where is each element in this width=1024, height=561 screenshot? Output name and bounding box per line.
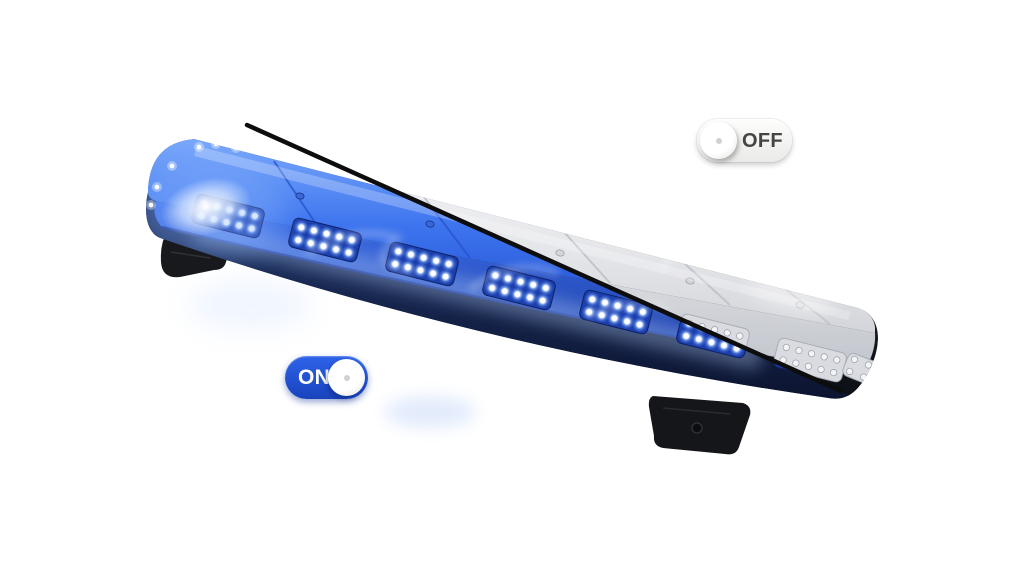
right-foot xyxy=(648,396,751,455)
on-toggle-label: ON xyxy=(298,366,331,389)
off-toggle-label: OFF xyxy=(742,129,783,152)
off-toggle-knob[interactable] xyxy=(700,122,737,159)
foot-bolt-hole xyxy=(691,422,703,434)
on-toggle[interactable]: ON xyxy=(285,356,368,399)
off-toggle[interactable]: OFF xyxy=(697,119,792,162)
ambient-glow xyxy=(188,281,476,428)
corner-flare xyxy=(146,164,285,260)
off-knob-center-dot xyxy=(715,137,722,144)
divider-line xyxy=(244,122,844,394)
on-toggle-knob[interactable] xyxy=(328,359,365,396)
on-knob-center-dot xyxy=(343,374,350,381)
